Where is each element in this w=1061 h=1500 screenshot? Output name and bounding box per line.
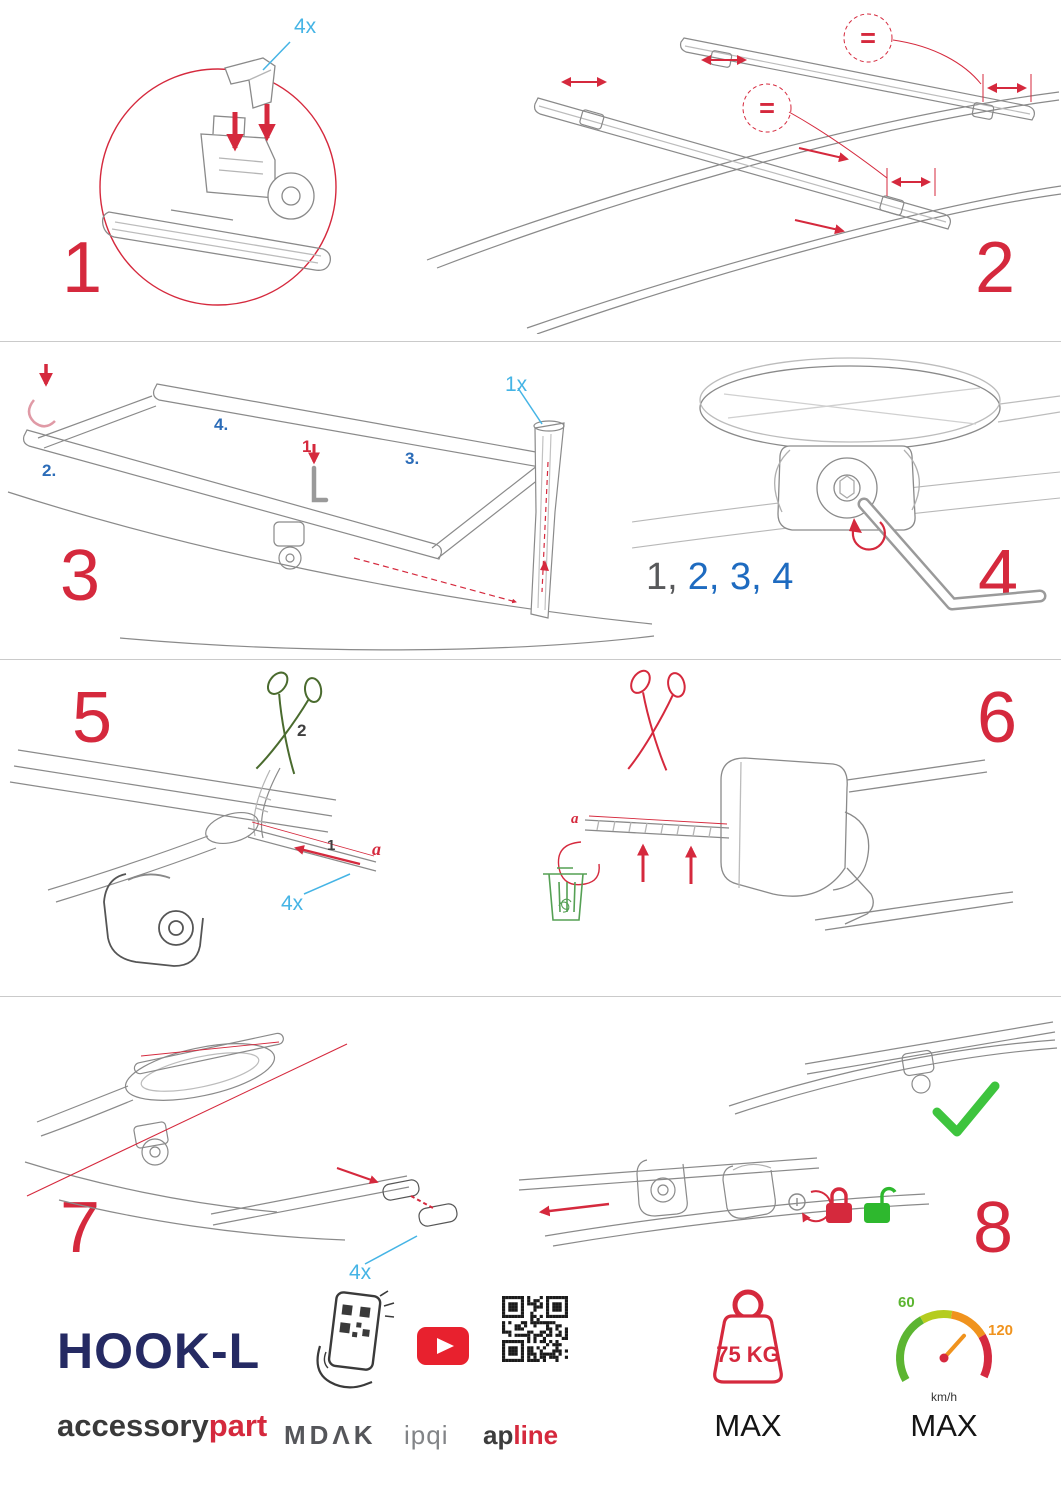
rotate-arrow <box>849 518 886 551</box>
step-5-illustration <box>9 671 377 967</box>
step-6-number: 6 <box>977 678 1017 758</box>
step-1-illustration <box>99 41 337 306</box>
step-2-number: 2 <box>975 228 1015 308</box>
clamp-drawing <box>103 873 204 967</box>
allen-key-icon <box>857 497 1047 611</box>
equal-sign-top: = <box>860 23 876 53</box>
qr-code-icon <box>502 1296 568 1362</box>
youtube-icon <box>417 1327 469 1365</box>
step-3-label-1: 1. <box>302 437 317 456</box>
step-4-sequence: 1,2, 3, 4 <box>646 556 793 599</box>
speed-low-label: 60 <box>898 1294 915 1311</box>
step-5-label-a: a <box>372 839 381 859</box>
step-3-illustration <box>7 364 655 651</box>
push-up-arrows <box>637 843 697 884</box>
equal-sign-mid: = <box>759 93 775 123</box>
qty-leader-line <box>262 41 291 71</box>
step-1-number: 1 <box>62 228 102 308</box>
speed-high-label: 120 <box>988 1322 1014 1339</box>
max-weight-icon <box>713 1289 783 1384</box>
brand-part-2: part <box>208 1408 268 1443</box>
logo-ipqi: ipqi <box>404 1420 449 1450</box>
step-7-illustration <box>24 1032 458 1265</box>
step-8-illustration <box>518 1021 1058 1247</box>
step-4-illustration <box>632 357 1060 611</box>
qty-leader-line <box>364 1235 418 1265</box>
brand-logo: accessorypart <box>57 1408 267 1444</box>
hook-mini-icon <box>27 364 56 428</box>
key-rotate-icon <box>788 1190 832 1223</box>
step-5-label-1: 1 <box>327 837 336 854</box>
product-name: HOOK-L <box>57 1323 261 1379</box>
step-3-qty-label: 1x <box>505 373 528 396</box>
section-divider-3 <box>0 996 1061 997</box>
step-2-illustration <box>426 13 1061 334</box>
speedometer-icon <box>896 1310 992 1382</box>
logo-apline: apline <box>483 1420 558 1451</box>
brand-part-1: accessory <box>57 1408 209 1443</box>
trash-bin-icon <box>543 867 587 921</box>
qty-leader-line <box>517 387 543 425</box>
sequence-first: 1, <box>646 556 678 598</box>
step-6-label-a: a <box>571 811 579 827</box>
end-cap-part <box>224 57 276 109</box>
speed-max-label: MAX <box>910 1408 978 1443</box>
cover-sock-part <box>530 420 565 619</box>
lock-closed-icon <box>826 1187 852 1223</box>
step-3-label-2: 2. <box>42 461 57 480</box>
insert-arrows <box>226 104 276 152</box>
weight-value: 75 KG <box>716 1342 780 1367</box>
scissors-icon <box>255 671 323 775</box>
logo-mdak: MDΛK <box>284 1420 377 1450</box>
step-7-qty-label: 4x <box>349 1261 372 1284</box>
qty-leader-line <box>303 873 351 895</box>
step-3-label-3: 3. <box>405 449 420 468</box>
step-8-number: 8 <box>973 1188 1013 1268</box>
apline-part-2: line <box>513 1420 559 1450</box>
section-divider-1 <box>0 341 1061 342</box>
step-7-number: 7 <box>60 1188 100 1268</box>
scissors-icon <box>627 669 686 771</box>
cap-arrows <box>336 1167 434 1209</box>
step-5-number: 5 <box>72 678 112 758</box>
equal-badges <box>742 13 1032 196</box>
scan-qr-phone-icon <box>316 1290 395 1389</box>
step-3-label-4: 4. <box>214 415 229 434</box>
section-divider-2 <box>0 659 1061 660</box>
detail-circle <box>99 68 337 306</box>
lock-open-icon <box>864 1186 897 1223</box>
step-5-qty-label: 4x <box>281 892 304 915</box>
step-6-illustration <box>543 669 1014 931</box>
step-5-label-2: 2 <box>297 721 307 740</box>
step-3-number: 3 <box>60 536 100 616</box>
cut-waste-curl <box>557 841 600 886</box>
allen-key-icon <box>311 465 329 503</box>
speed-unit-label: km/h <box>930 1390 957 1404</box>
weight-max-label: MAX <box>714 1408 782 1443</box>
measure-arrows <box>561 55 1027 235</box>
sequence-rest: 2, 3, 4 <box>687 556 794 598</box>
step-1-qty-label: 4x <box>294 15 317 38</box>
gauge-needle <box>942 1333 966 1360</box>
apline-part-1: ap <box>483 1420 514 1450</box>
check-icon <box>932 1081 1000 1137</box>
